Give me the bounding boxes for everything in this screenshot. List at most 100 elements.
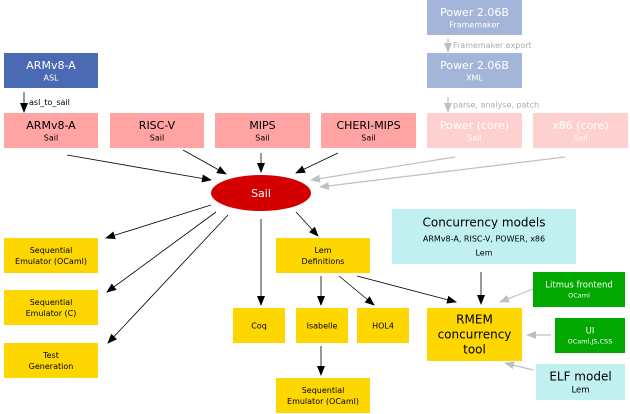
node-title: x86 (core) xyxy=(552,119,608,132)
edge-sail-to-test-gen xyxy=(107,214,229,344)
node-title: Power (core) xyxy=(440,119,509,132)
edge-line xyxy=(107,214,229,344)
node-subtitle: Emulator (OCaml) xyxy=(15,257,87,266)
edge-line xyxy=(295,152,339,174)
edge-riscv-sail-to-sail xyxy=(182,149,227,175)
edge-cheri-mips-sail-to-sail xyxy=(295,152,339,174)
node-subtitle: ASL xyxy=(43,73,59,82)
node-subtitle: Sail xyxy=(44,133,58,142)
node-coq: Coq xyxy=(233,308,285,343)
edge-lem-defs-to-rmem xyxy=(356,275,457,304)
node-shape xyxy=(427,53,522,88)
node-shape xyxy=(427,308,522,361)
node-shape xyxy=(211,175,311,211)
edge-power-xml-to-power-core-sail: parse, analyse, patch xyxy=(444,97,539,113)
node-subtitle: Sail xyxy=(255,133,269,142)
node-subtitle: tool xyxy=(463,343,486,357)
node-title: ARMv8-A xyxy=(26,119,76,132)
node-shape xyxy=(276,238,370,273)
edge-line xyxy=(504,361,534,371)
edges: asl_to_sail Framemaker export parse, analy… xyxy=(20,38,566,376)
node-shape xyxy=(276,378,370,413)
node-title: Isabelle xyxy=(307,321,338,330)
node-shape xyxy=(4,238,98,273)
edge-line xyxy=(105,204,212,240)
node-subtitle: Generation xyxy=(29,362,74,371)
node-shape xyxy=(357,308,409,343)
node-title: Power 2.06B xyxy=(440,59,509,72)
node-title: Sequential xyxy=(30,298,73,307)
node-shape xyxy=(296,308,348,343)
node-sail: Sail xyxy=(211,175,311,211)
node-subtitle: concurrency xyxy=(438,328,512,342)
node-shape xyxy=(392,209,576,264)
node-shape xyxy=(4,343,98,378)
node-subtitle: Lem xyxy=(475,248,492,257)
edge-line xyxy=(499,288,534,303)
edge-armv8-asl-to-armv8-sail: asl_to_sail xyxy=(20,92,70,113)
edge-line xyxy=(310,156,456,183)
node-hol4: HOL4 xyxy=(357,308,409,343)
node-shape xyxy=(233,308,285,343)
node-subtitle: Sail xyxy=(467,133,481,142)
edge-lem-defs-to-hol4 xyxy=(338,275,375,306)
node-title: ARMv8-A xyxy=(26,59,76,72)
node-shape xyxy=(321,113,416,148)
node-subtitle: Definitions xyxy=(302,257,345,266)
node-subtitle: OCaml xyxy=(568,292,590,300)
node-subtitle: Sail xyxy=(150,133,164,142)
edge-sail-to-seq-emu-c xyxy=(106,211,217,293)
node-title: Test xyxy=(42,351,59,360)
edge-label: parse, analyse, patch xyxy=(453,101,539,110)
edge-power-framemaker-to-power-xml: Framemaker export xyxy=(444,38,532,53)
node-title: RMEM xyxy=(456,313,493,327)
node-subtitle: Lem xyxy=(571,385,589,395)
edge-line xyxy=(319,156,566,190)
node-title: CHERI-MIPS xyxy=(336,119,400,132)
node-subtitle: OCaml,JS,CSS xyxy=(568,338,613,346)
node-subtitle: Sail xyxy=(361,133,375,142)
edge-armv8-sail-to-sail xyxy=(66,154,212,183)
node-title: MIPS xyxy=(249,119,275,132)
node-title: HOL4 xyxy=(372,321,394,330)
node-title: Lem xyxy=(314,246,331,255)
edge-line xyxy=(338,275,375,306)
node-title: Sequential xyxy=(302,386,345,395)
edge-power-core-sail-to-sail xyxy=(310,156,456,183)
node-isabelle: Isabelle xyxy=(296,308,348,343)
node-title: Sail xyxy=(251,187,271,200)
node-title: UI xyxy=(586,327,595,337)
node-subtitle: Sail xyxy=(573,133,587,142)
edge-sail-to-lem-defs xyxy=(295,211,319,237)
edge-line xyxy=(106,211,217,293)
node-title: RISC-V xyxy=(139,119,176,132)
node-x86-core-sail: x86 (core)Sail xyxy=(533,113,628,148)
node-subtitle: ARMv8-A, RISC-V, POWER, x86 xyxy=(423,234,545,243)
edge-line xyxy=(182,149,227,175)
node-shape xyxy=(215,113,310,148)
edge-line xyxy=(356,275,457,304)
edge-line xyxy=(295,211,319,237)
node-subtitle: XML xyxy=(466,73,483,82)
node-shape xyxy=(110,113,204,148)
edge-elf-model-to-rmem xyxy=(504,361,534,371)
node-title: Power 2.06B xyxy=(440,6,509,19)
node-shape xyxy=(4,113,98,148)
node-title: Concurrency models xyxy=(422,216,545,230)
node-subtitle: Emulator (C) xyxy=(26,309,77,318)
